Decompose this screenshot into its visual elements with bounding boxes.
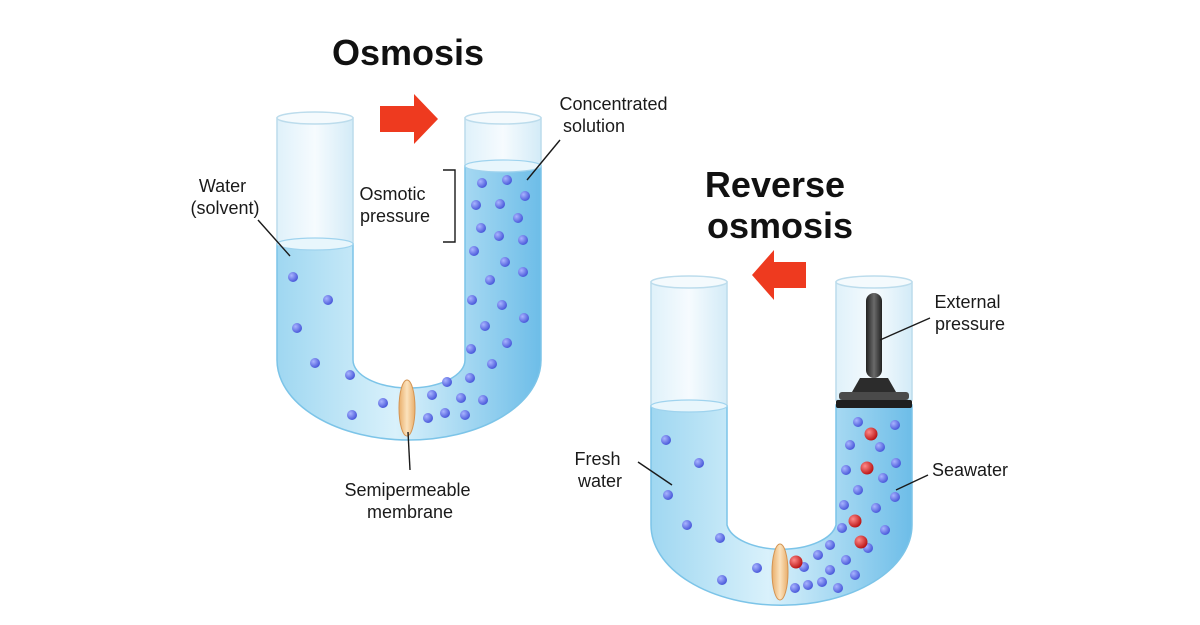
right-tube-rim (464, 111, 542, 125)
membrane-leader-line (407, 431, 411, 471)
left-tube-empty-glass (276, 117, 354, 245)
flow-arrow-right-icon (380, 94, 438, 144)
seawater-label: Seawater (932, 460, 1008, 480)
seawater-solvent-particles (790, 417, 901, 593)
fresh-water-label: Fresh water (574, 449, 625, 491)
concentrated-leader-line (526, 139, 561, 181)
concentrated-solution-label: Concentrated solution (559, 94, 672, 136)
osmosis-title: Osmosis (332, 32, 484, 73)
water-leader-line (257, 219, 291, 257)
flow-arrow-left-icon (752, 250, 806, 300)
piston-icon (836, 293, 912, 408)
reverse-membrane (771, 543, 789, 601)
osmosis-left-particles (288, 272, 388, 420)
sea-tube-rim (835, 275, 913, 289)
left-tube-rim (276, 111, 354, 125)
osmosis-u-tube-water (276, 165, 542, 441)
fresh-tube-rim (650, 275, 728, 289)
semipermeable-membrane-label: Semipermeable membrane (344, 480, 475, 522)
osmosis-right-particles (423, 175, 530, 423)
water-solvent-label: Water (solvent) (190, 176, 259, 218)
external-pressure-leader-line (879, 317, 931, 341)
seawater-solute-particles (789, 427, 878, 569)
right-water-surface (464, 159, 542, 173)
left-water-surface (276, 237, 354, 251)
external-pressure-label: External pressure (934, 292, 1005, 334)
fresh-water-particles (661, 435, 762, 585)
reverse-osmosis-title: Reverse osmosis (705, 164, 855, 246)
osmotic-pressure-bracket (443, 169, 456, 243)
fresh-water-surface (650, 399, 728, 413)
osmosis-membrane (398, 379, 416, 437)
osmotic-pressure-label: Osmotic pressure (359, 184, 430, 226)
fresh-water-leader-line (637, 461, 673, 486)
right-tube-empty-glass (464, 117, 542, 167)
fresh-tube-empty-glass (650, 281, 728, 407)
seawater-leader-line (895, 474, 929, 491)
